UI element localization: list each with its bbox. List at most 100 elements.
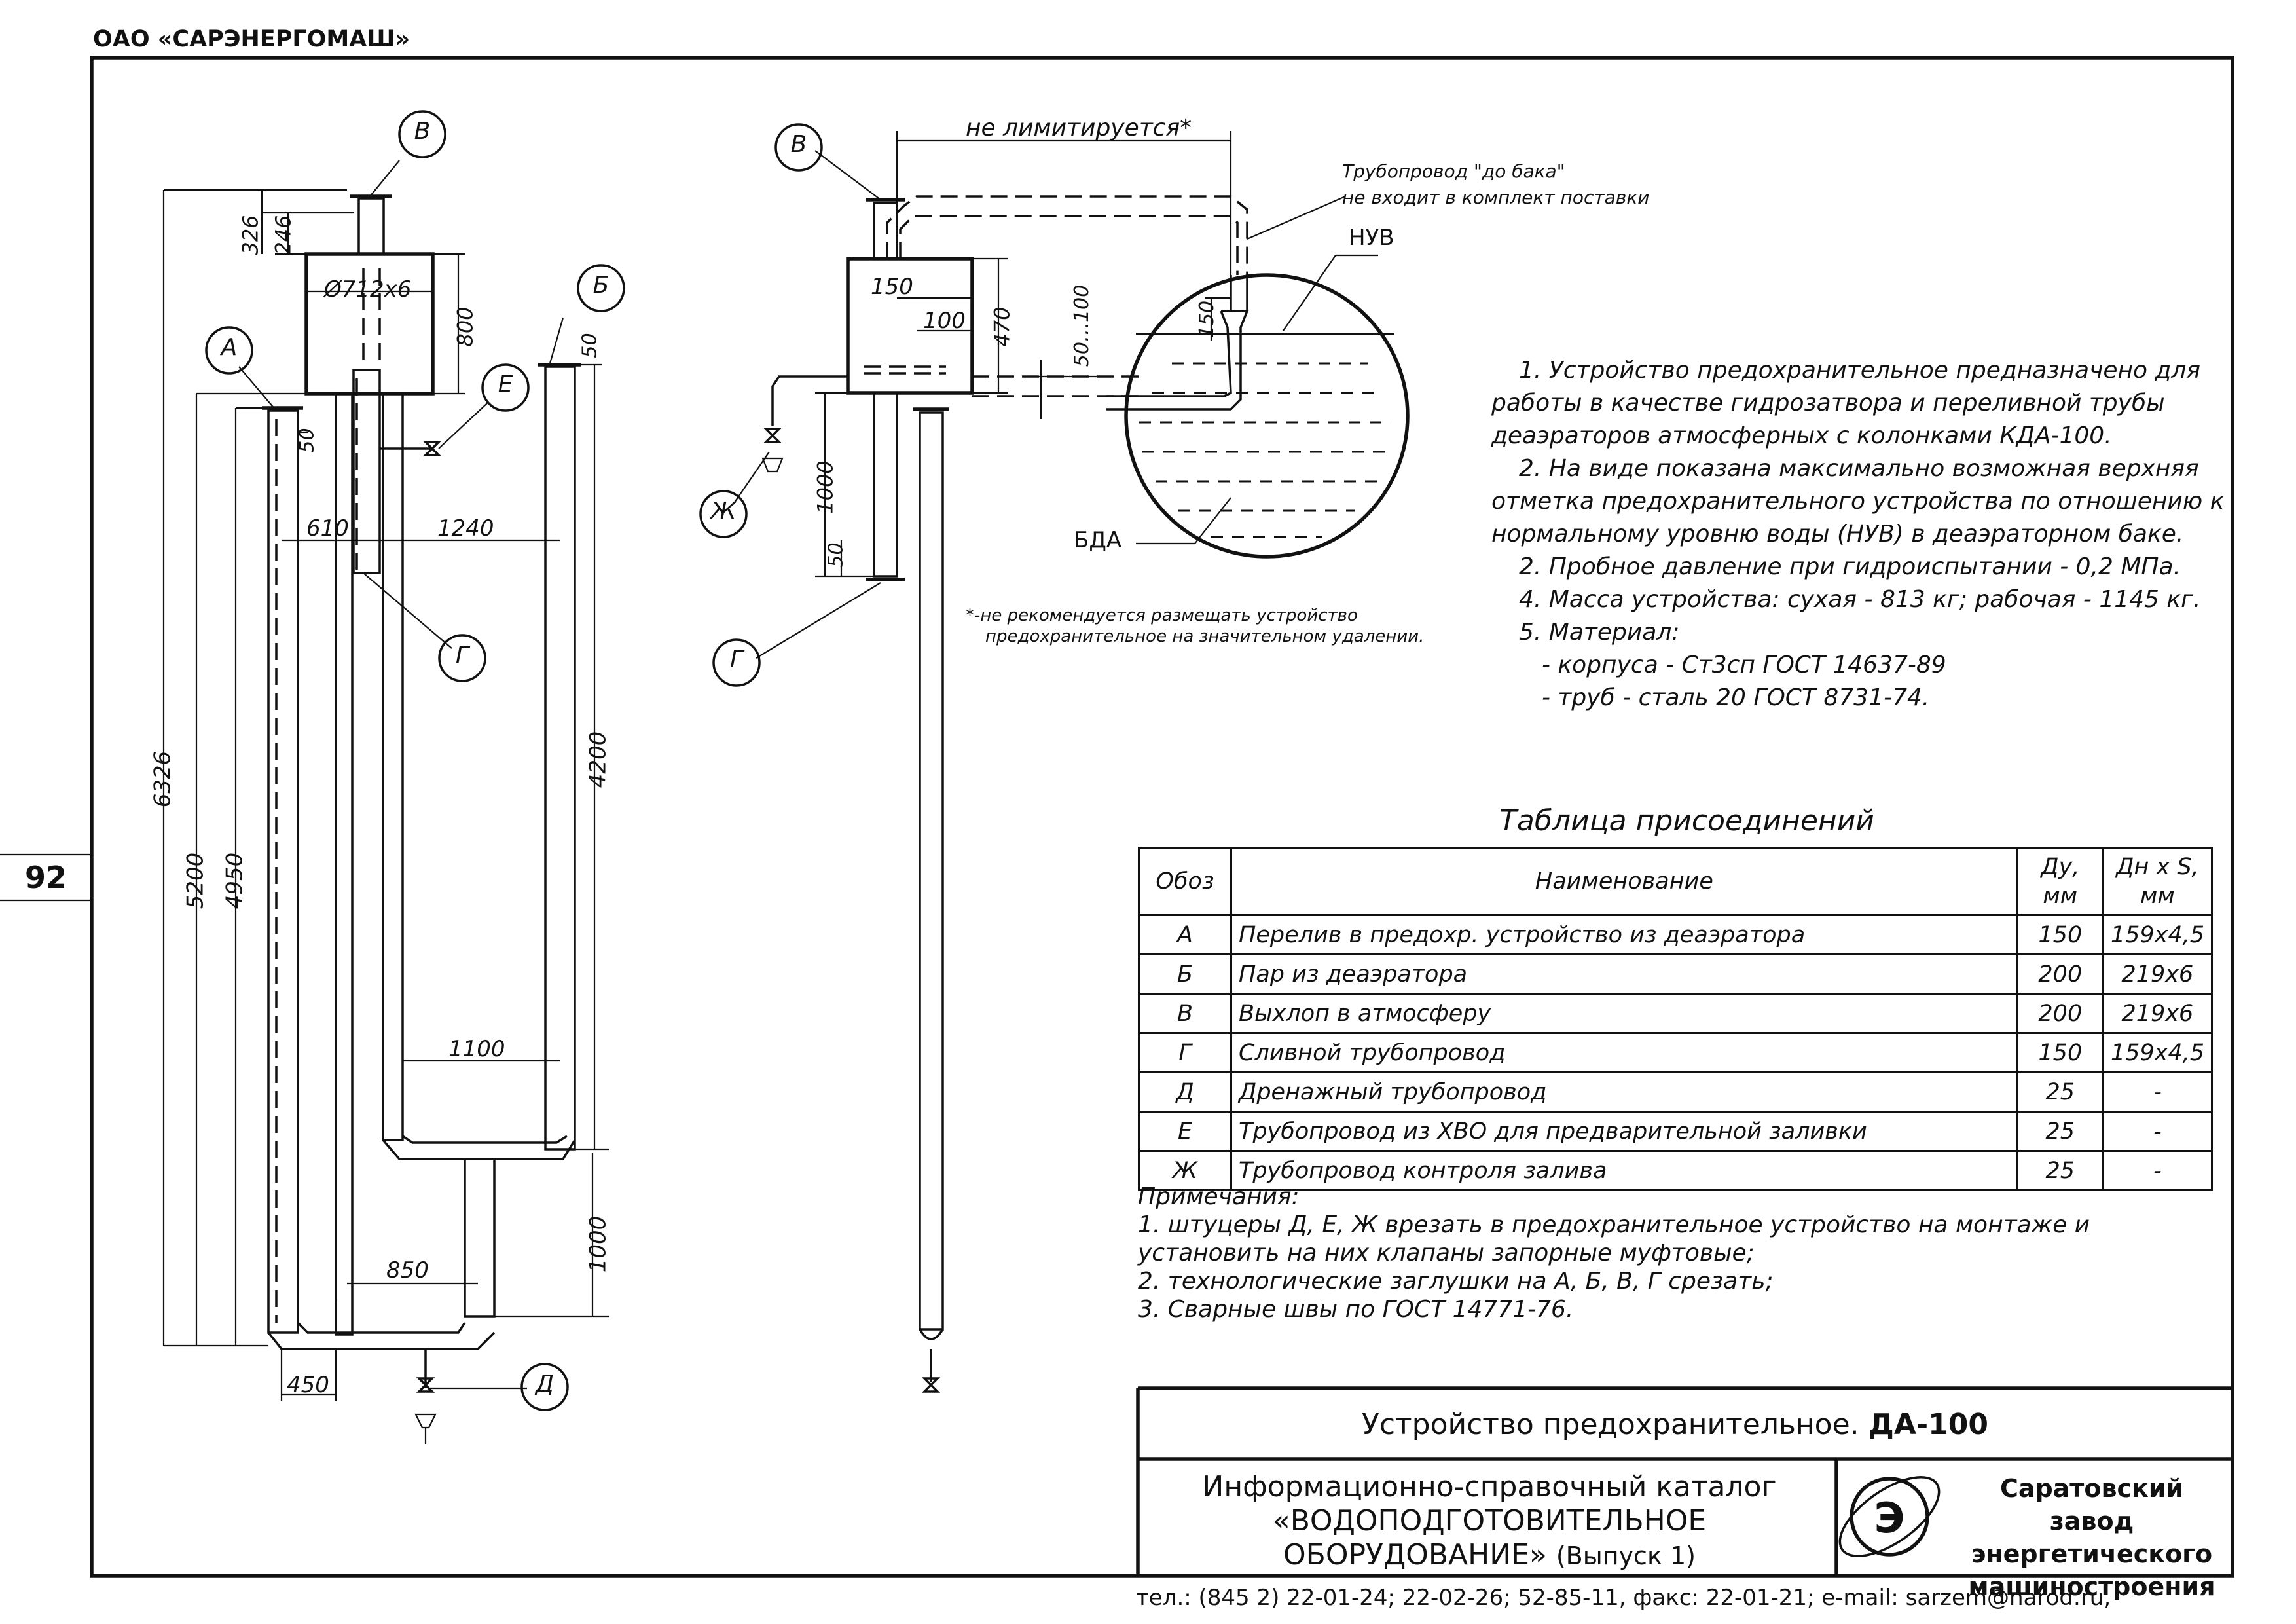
dim-450: 450 bbox=[287, 1372, 329, 1398]
table-cell: 25 bbox=[2016, 1150, 2104, 1191]
table-cell: 200 bbox=[2016, 953, 2104, 995]
side-view bbox=[733, 131, 1410, 1393]
dim-50-mid: 50 bbox=[824, 542, 848, 568]
pipeline-note-1: Трубопровод "до бака" bbox=[1342, 160, 1565, 182]
remark-line: 1. штуцеры Д, Е, Ж врезать в предохранит… bbox=[1138, 1211, 2090, 1238]
note-line: 2. Пробное давление при гидроиспытании -… bbox=[1519, 553, 2181, 580]
note-line: 1. Устройство предохранительное предназн… bbox=[1519, 357, 2201, 384]
table-cell: Сливной трубопровод bbox=[1230, 1032, 2018, 1073]
callouts-left bbox=[205, 110, 625, 1411]
callout-v-mid: В bbox=[790, 131, 807, 158]
note-line: отметка предохранительного устройства по… bbox=[1491, 488, 2225, 515]
dim-6326: 6326 bbox=[149, 750, 176, 808]
catalog-info: Информационно-справочный каталог «ВОДОПО… bbox=[1149, 1470, 1830, 1573]
drawing-frame bbox=[90, 56, 2234, 1578]
table-cell: Г bbox=[1138, 1032, 1232, 1073]
table-cell: Дренажный трубопровод bbox=[1230, 1071, 2018, 1113]
plant-name: Саратовский завод энергетического машино… bbox=[1958, 1472, 2226, 1603]
table-cell: 219х6 bbox=[2102, 953, 2214, 995]
table-cell: Выхлоп в атмосферу bbox=[1230, 993, 2018, 1034]
table-cell: Пар из деаэратора bbox=[1230, 953, 2018, 995]
title-code: ДА-100 bbox=[1868, 1408, 1989, 1441]
note-line: деаэраторов атмосферных с колонками КДА-… bbox=[1491, 422, 2112, 449]
callouts-middle bbox=[699, 123, 823, 687]
bda-label: БДА bbox=[1074, 527, 1122, 553]
page-number: 92 bbox=[24, 860, 67, 895]
tank-body bbox=[304, 252, 435, 396]
table-cell: 25 bbox=[2016, 1071, 2104, 1113]
table-cell: Д bbox=[1138, 1071, 1232, 1113]
dim-diameter: Ø712х6 bbox=[324, 276, 412, 303]
note-line: работы в качестве гидрозатвора и перелив… bbox=[1491, 390, 2165, 416]
header-cell: Дн х S, мм bbox=[2102, 847, 2214, 916]
table-cell: Трубопровод из ХВО для предварительной з… bbox=[1230, 1111, 2018, 1152]
dim-850: 850 bbox=[386, 1257, 429, 1283]
table-cell: 159х4,5 bbox=[2102, 1032, 2214, 1073]
table-cell: - bbox=[2102, 1111, 2214, 1152]
catalog-line: Информационно-справочный каталог bbox=[1202, 1470, 1777, 1504]
dim-4200: 4200 bbox=[585, 731, 611, 788]
deaerator-tank bbox=[1124, 273, 1410, 559]
table-cell: Б bbox=[1138, 953, 1232, 995]
callout-g-left: Г bbox=[455, 642, 469, 669]
dim-1100: 1100 bbox=[448, 1036, 505, 1062]
table-cell: В bbox=[1138, 993, 1232, 1034]
header-cell: Ду, мм bbox=[2016, 847, 2104, 916]
dim-1000-mid: 1000 bbox=[812, 460, 838, 514]
footnote-1: *-не рекомендуется размещать устройство bbox=[966, 606, 1358, 625]
remark-line: 2. технологические заглушки на А, Б, В, … bbox=[1138, 1268, 1774, 1295]
table-cell: 200 bbox=[2016, 993, 2104, 1034]
company-header: ОАО «САРЭНЕРГОМАШ» bbox=[93, 26, 410, 52]
dim-5200: 5200 bbox=[182, 852, 209, 910]
dim-50-a: 50 bbox=[295, 428, 319, 453]
title-text: Устройство предохранительное. bbox=[1362, 1408, 1859, 1441]
table-cell: 25 bbox=[2016, 1111, 2104, 1152]
dim-100: 100 bbox=[923, 308, 966, 334]
callout-e: Е bbox=[498, 371, 513, 398]
callout-g-mid: Г bbox=[729, 646, 744, 673]
remark-line: установить на них клапаны запорные муфто… bbox=[1138, 1240, 1755, 1266]
dim-4950: 4950 bbox=[221, 852, 248, 910]
table-cell: 219х6 bbox=[2102, 993, 2214, 1034]
callout-d: Д bbox=[535, 1371, 555, 1397]
dim-470: 470 bbox=[989, 306, 1015, 347]
catalog-line: «ВОДОПОДГОТОВИТЕЛЬНОЕ bbox=[1272, 1504, 1707, 1538]
table-cell: 159х4,5 bbox=[2102, 914, 2214, 955]
dim-610: 610 bbox=[306, 515, 349, 542]
note-line: 4. Масса устройства: сухая - 813 кг; раб… bbox=[1519, 586, 2201, 613]
table-cell: 150 bbox=[2016, 1032, 2104, 1073]
table-cell: Ж bbox=[1138, 1150, 1232, 1191]
note-line: 2. На виде показана максимально возможна… bbox=[1519, 455, 2199, 482]
note-line: нормальному уровню воды (НУВ) в деаэрато… bbox=[1491, 521, 2184, 547]
front-view bbox=[162, 160, 609, 1444]
table-cell: 150 bbox=[2016, 914, 2104, 955]
callout-a: А bbox=[221, 334, 238, 361]
table-cell: Перелив в предохр. устройство из деаэрат… bbox=[1230, 914, 2018, 955]
drawing-title: Устройство предохранительное. ДА-100 bbox=[1362, 1408, 1988, 1441]
catalog-issue: (Выпуск 1) bbox=[1556, 1541, 1696, 1570]
callout-v-left: В bbox=[414, 118, 431, 145]
remark-line: 3. Сварные швы по ГОСТ 14771-76. bbox=[1138, 1296, 1574, 1323]
svg-text:Э: Э bbox=[1874, 1494, 1905, 1543]
dim-50-b: 50 bbox=[578, 333, 602, 358]
table-cell: Е bbox=[1138, 1111, 1232, 1152]
dim-1000: 1000 bbox=[585, 1215, 611, 1273]
table-cell: - bbox=[2102, 1071, 2214, 1113]
plant-line: машиностроения bbox=[1968, 1572, 2215, 1601]
dim-150: 150 bbox=[871, 274, 913, 300]
header-cell: Обоз bbox=[1138, 847, 1232, 916]
plant-line: энергетического bbox=[1971, 1540, 2213, 1568]
footnote-2: предохранительное на значительном удален… bbox=[985, 627, 1425, 646]
callout-zh: Ж bbox=[710, 498, 737, 525]
dim-800: 800 bbox=[452, 306, 478, 347]
table-cell: А bbox=[1138, 914, 1232, 955]
footer-contacts: тел.: (845 2) 22-01-24; 22-02-26; 52-85-… bbox=[1136, 1585, 2111, 1611]
